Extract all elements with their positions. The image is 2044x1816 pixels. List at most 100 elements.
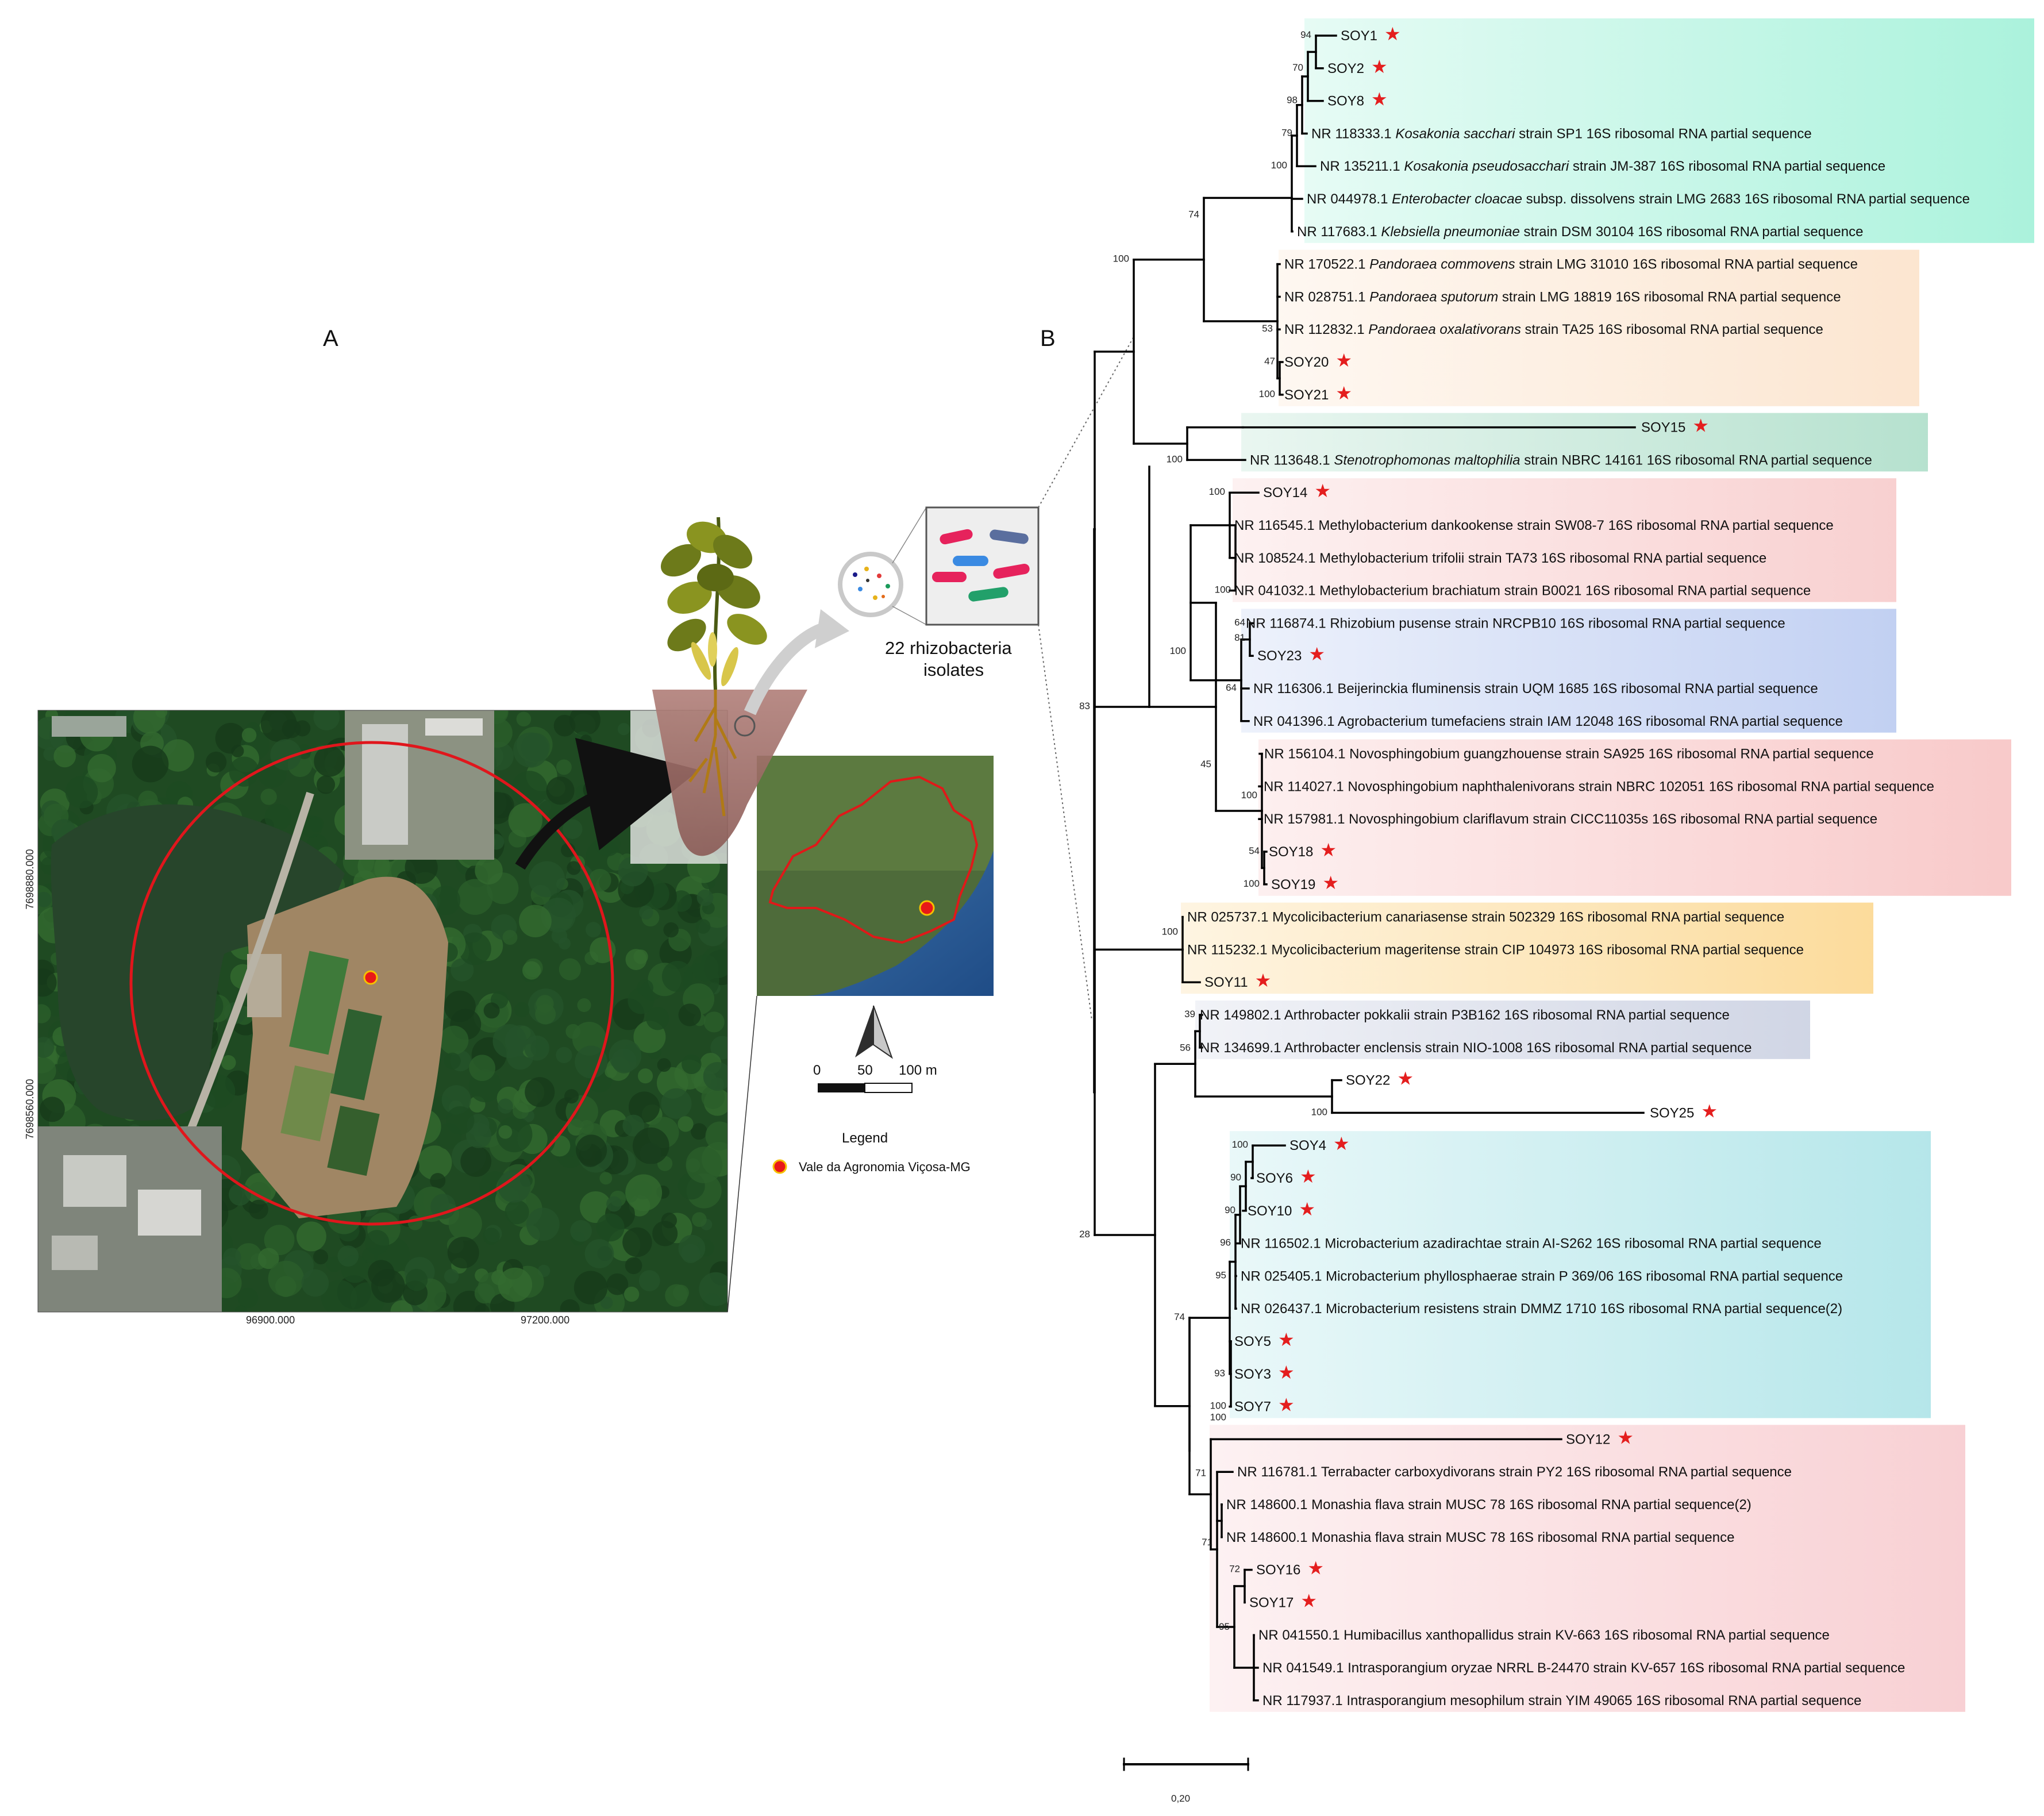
leaf-label-2: SOY2★ [1327, 56, 1388, 77]
soil-root-cone [652, 690, 807, 856]
leaf-label-6: NR 044978.1 Enterobacter cloacae subsp. … [1307, 191, 1970, 207]
map-x-tick-1: 96900.000 [246, 1314, 295, 1326]
leaf-label-26: SOY18★ [1269, 840, 1337, 860]
leaf-label-3: SOY8★ [1327, 89, 1388, 110]
leaf-label-35: SOY4★ [1289, 1133, 1350, 1154]
leaf-label-45: NR 116781.1 Terrabacter carboxydivorans … [1237, 1464, 1792, 1480]
bootstrap-value-7: 100 [1259, 388, 1275, 399]
clade-highlights [1181, 18, 2034, 1712]
isolate-star-icon: ★ [1278, 1362, 1295, 1383]
leaf-label-1: SOY1★ [1341, 24, 1401, 44]
tree-leaf-labels: SOY1★SOY2★SOY8★NR 118333.1 Kosakonia sac… [1187, 24, 1970, 1709]
bootstrap-value-31: 95 [1215, 1269, 1226, 1280]
zoom-line-top [1038, 336, 1134, 508]
bootstrap-value-27: 100 [1232, 1139, 1248, 1150]
leaf-label-17: NR 108524.1 Methylobacterium trifolii st… [1234, 551, 1766, 566]
bootstrap-value-29: 90 [1225, 1205, 1235, 1215]
leaf-label-39: NR 025405.1 Microbacterium phyllosphaera… [1241, 1268, 1843, 1284]
scale-label-0: 0 [813, 1063, 821, 1078]
leaf-label-40: NR 026437.1 Microbacterium resistens str… [1241, 1301, 1842, 1317]
leaf-label-47: NR 148600.1 Monashia flava strain MUSC 7… [1226, 1530, 1734, 1545]
isolate-star-icon: ★ [1320, 840, 1337, 860]
leaf-label-16: NR 116545.1 Methylobacterium dankookense… [1234, 518, 1834, 533]
bootstrap-value-14: 64 [1234, 617, 1245, 628]
leaf-label-30: SOY11★ [1204, 970, 1271, 991]
leaf-label-13: SOY15★ [1641, 415, 1709, 436]
leaf-label-7: NR 117683.1 Klebsiella pneumoniae strain… [1297, 224, 1863, 240]
bootstrap-value-26: 100 [1311, 1106, 1327, 1117]
isolate-star-icon: ★ [1692, 415, 1709, 436]
leaf-label-20: SOY23★ [1257, 644, 1325, 664]
bootstrap-value-39: 74 [1174, 1311, 1185, 1322]
bootstrap-value-24: 39 [1184, 1009, 1195, 1019]
leaf-label-24: NR 114027.1 Novosphingobium naphthaleniv… [1264, 779, 1934, 794]
bootstrap-value-9: 74 [1188, 209, 1199, 220]
isolate-star-icon: ★ [1308, 644, 1325, 664]
bootstrap-value-5: 100 [1271, 160, 1287, 171]
leaf-label-38: NR 116502.1 Microbacterium azadirachtae … [1241, 1236, 1822, 1252]
leaf-label-44: SOY12★ [1566, 1427, 1634, 1448]
leaf-label-28: NR 025737.1 Mycolicibacterium canariasen… [1187, 910, 1784, 925]
bootstrap-value-17: 100 [1170, 645, 1186, 656]
bootstrap-value-35: 72 [1229, 1564, 1240, 1575]
map-scale-bar [818, 1083, 913, 1093]
isolates-zoom-box [925, 506, 1040, 626]
isolate-star-icon: ★ [1384, 24, 1401, 44]
soybean-plant-icon [660, 517, 767, 690]
leaf-label-50: NR 041550.1 Humibacillus xanthopallidus … [1258, 1628, 1830, 1643]
inset-site-marker [919, 900, 935, 916]
leaf-label-31: NR 149802.1 Arthrobacter pokkalii strain… [1200, 1007, 1730, 1023]
leaf-label-22: NR 041396.1 Agrobacterium tumefaciens st… [1253, 714, 1843, 729]
bootstrap-value-4: 79 [1281, 127, 1292, 138]
panel-label-a: A [323, 326, 338, 351]
bootstrap-value-33: 100 [1210, 1401, 1226, 1411]
isolate-star-icon: ★ [1300, 1590, 1317, 1611]
leaf-label-23: NR 156104.1 Novosphingobium guangzhouens… [1264, 747, 1874, 762]
bootstrap-value-40: 28 [1079, 1229, 1090, 1240]
isolate-star-icon: ★ [1278, 1329, 1295, 1350]
isolates-label-line1: 22 rhizobacteria [885, 638, 1012, 658]
leaf-label-51: NR 041549.1 Intrasporangium oryzae NRRL … [1262, 1660, 1905, 1676]
isolate-star-icon: ★ [1307, 1558, 1324, 1579]
bootstrap-value-19: 54 [1249, 845, 1260, 856]
leaf-label-49: SOY17★ [1249, 1590, 1317, 1611]
isolate-star-icon: ★ [1371, 89, 1388, 110]
bootstrap-value-11: 100 [1113, 253, 1129, 264]
bootstrap-value-15: 81 [1234, 632, 1245, 643]
panel-label-b: B [1040, 326, 1056, 351]
leaf-label-46: NR 148600.1 Monashia flava strain MUSC 7… [1226, 1497, 1752, 1513]
tree-bootstrap-values: 9470987910047100537410010010010064816410… [1079, 29, 1327, 1632]
bootstrap-value-6: 47 [1264, 356, 1275, 367]
bootstrap-value-10: 100 [1167, 453, 1183, 464]
clade-band-2 [1279, 249, 1919, 406]
isolate-star-icon: ★ [1335, 383, 1352, 403]
leaf-label-19: NR 116874.1 Rhizobium pusense strain NRC… [1246, 615, 1785, 631]
leaf-label-5: NR 135211.1 Kosakonia pseudosacchari str… [1320, 159, 1885, 174]
isolate-star-icon: ★ [1299, 1199, 1315, 1219]
clade-band-7 [1181, 902, 1873, 994]
leaf-label-34: SOY25★ [1650, 1101, 1718, 1121]
leaf-label-8: NR 170522.1 Pandoraea commovens strain L… [1284, 257, 1858, 272]
isolate-star-icon: ★ [1701, 1101, 1718, 1121]
isolate-star-icon: ★ [1314, 480, 1331, 501]
scale-label-50: 50 [857, 1063, 873, 1078]
leaf-label-25: NR 157981.1 Novosphingobium clariflavum … [1264, 811, 1877, 827]
isolate-star-icon: ★ [1322, 872, 1339, 893]
leaf-label-41: SOY5★ [1234, 1329, 1295, 1350]
bootstrap-value-30: 96 [1220, 1237, 1231, 1248]
leaf-label-14: NR 113648.1 Stenotrophomonas maltophilia… [1250, 452, 1872, 468]
leaf-label-43: SOY7★ [1234, 1395, 1295, 1415]
leaf-label-48: SOY16★ [1256, 1558, 1324, 1579]
site-to-plant-arrow [515, 738, 700, 870]
bootstrap-value-36: 95 [1219, 1621, 1230, 1632]
leaf-label-15: SOY14★ [1263, 480, 1331, 501]
bootstrap-value-13: 100 [1215, 584, 1231, 595]
bootstrap-value-37: 71 [1202, 1537, 1212, 1548]
bootstrap-value-22: 83 [1079, 701, 1090, 711]
clade-band-3 [1241, 413, 1928, 472]
legend-title: Legend [842, 1130, 888, 1146]
isolate-star-icon: ★ [1617, 1427, 1634, 1448]
clade-band-9 [1230, 1131, 1931, 1418]
clade-band-5 [1241, 609, 1896, 733]
